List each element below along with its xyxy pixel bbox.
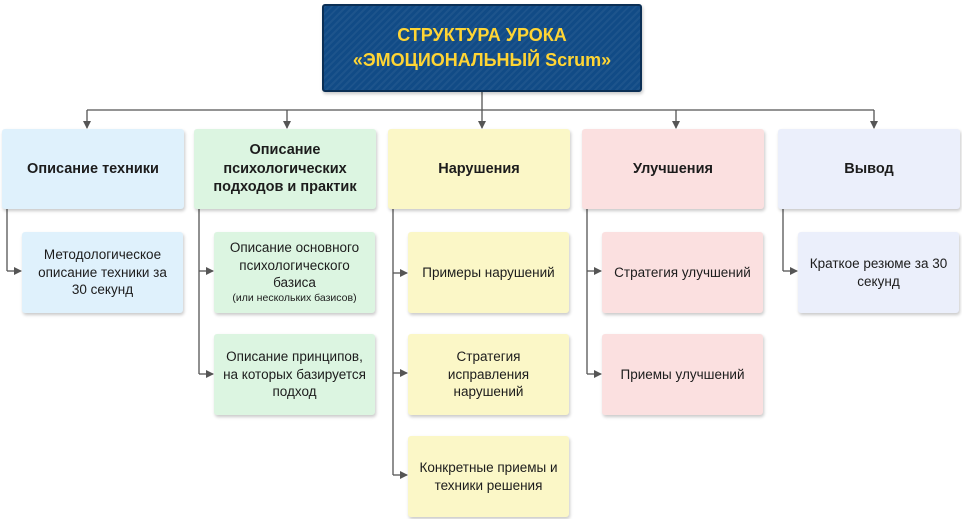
header-improvements: Улучшения bbox=[582, 129, 764, 209]
item-short-summary: Краткое резюме за 30 секунд bbox=[798, 232, 959, 313]
title-line-1: СТРУКТУРА УРОКА bbox=[397, 24, 567, 45]
header-technique-description: Описание техники bbox=[2, 129, 184, 209]
item-basic-psychological-basis-main: Описание основного психологического бази… bbox=[229, 240, 360, 291]
item-approach-principles: Описание принципов, на которых базируетс… bbox=[214, 334, 375, 415]
item-improvement-strategy: Стратегия улучшений bbox=[602, 232, 763, 313]
diagram-title: СТРУКТУРА УРОКА «ЭМОЦИОНАЛЬНЫЙ Scrum» bbox=[322, 4, 642, 92]
item-specific-techniques: Конкретные приемы и техники решения bbox=[408, 436, 569, 517]
item-basic-psychological-basis-note: (или нескольких базисов) bbox=[232, 292, 357, 304]
header-psychological-approaches: Описание психологических подходов и прак… bbox=[194, 129, 376, 209]
item-improvement-techniques: Приемы улучшений bbox=[602, 334, 763, 415]
item-basic-psychological-basis: Описание основного психологического бази… bbox=[214, 232, 375, 313]
title-line-2: «ЭМОЦИОНАЛЬНЫЙ Scrum» bbox=[352, 50, 612, 70]
item-violation-fix-strategy: Стратегия исправления нарушений bbox=[408, 334, 569, 415]
header-conclusion: Вывод bbox=[778, 129, 960, 209]
item-violation-examples: Примеры нарушений bbox=[408, 232, 569, 313]
item-methodological-description: Методологическое описание техники за 30 … bbox=[22, 232, 183, 313]
header-violations: Нарушения bbox=[388, 129, 570, 209]
